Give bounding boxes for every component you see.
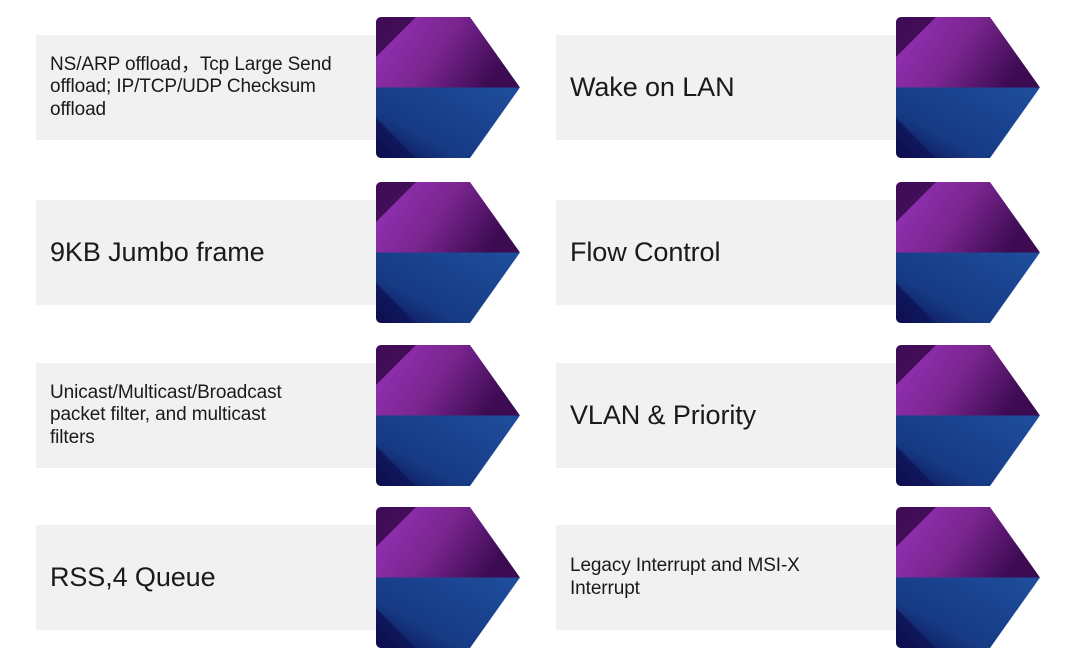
item-rss-4-queue[interactable]: RSS,4 Queue — [36, 495, 520, 660]
arrow-head — [374, 178, 520, 327]
chevron-right-3d-icon — [896, 345, 1040, 486]
chevron-upper-face — [376, 182, 520, 253]
label-text: VLAN & Priority — [570, 399, 757, 430]
label-text: Legacy Interrupt and MSI-X Interrupt — [570, 555, 800, 599]
chevron-upper-face — [896, 507, 1040, 578]
chevron-upper-face — [376, 345, 520, 416]
label-text: Wake on LAN — [570, 71, 735, 102]
item-wake-on-lan[interactable]: Wake on LAN — [556, 5, 1040, 170]
chevron-right-3d-icon — [896, 17, 1040, 158]
label-text: 9KB Jumbo frame — [50, 236, 265, 267]
chevron-right-3d-icon — [376, 345, 520, 486]
label-plate[interactable]: 9KB Jumbo frame — [36, 200, 385, 305]
item-legacy-msix-interrupt[interactable]: Legacy Interrupt and MSI-X Interrupt — [556, 495, 1040, 660]
chevron-right-3d-icon — [896, 507, 1040, 648]
chevron-upper-face — [896, 345, 1040, 416]
chevron-lower-face — [376, 577, 520, 648]
chevron-lower-face — [376, 415, 520, 486]
chevron-upper-face — [896, 182, 1040, 253]
chevron-lower-face — [896, 415, 1040, 486]
chevron-right-3d-icon — [376, 17, 520, 158]
label-text: Flow Control — [570, 236, 721, 267]
chevron-lower-face — [376, 87, 520, 158]
chevron-lower-face — [896, 87, 1040, 158]
label-plate[interactable]: RSS,4 Queue — [36, 525, 385, 630]
arrow-head — [374, 503, 520, 652]
arrow-head — [894, 503, 1040, 652]
arrow-head — [894, 13, 1040, 162]
arrow-head — [374, 13, 520, 162]
item-ns-arp-offload[interactable]: NS/ARP offload，Tcp Large Send offload; I… — [36, 5, 520, 170]
label-plate[interactable]: NS/ARP offload，Tcp Large Send offload; I… — [36, 35, 385, 140]
label-text: Unicast/Multicast/Broadcast packet filte… — [50, 381, 282, 448]
item-flow-control[interactable]: Flow Control — [556, 170, 1040, 335]
label-text: RSS,4 Queue — [50, 561, 216, 592]
chevron-lower-face — [376, 252, 520, 323]
label-text: NS/ARP offload，Tcp Large Send offload; I… — [50, 53, 332, 120]
chevron-upper-face — [376, 17, 520, 88]
chevron-upper-face — [896, 17, 1040, 88]
item-9kb-jumbo-frame[interactable]: 9KB Jumbo frame — [36, 170, 520, 335]
chevron-upper-face — [376, 507, 520, 578]
label-plate[interactable]: Flow Control — [556, 200, 905, 305]
label-plate[interactable]: VLAN & Priority — [556, 363, 905, 468]
chevron-lower-face — [896, 577, 1040, 648]
arrow-head — [894, 341, 1040, 490]
arrow-head — [374, 341, 520, 490]
chevron-right-3d-icon — [376, 182, 520, 323]
label-plate[interactable]: Unicast/Multicast/Broadcast packet filte… — [36, 363, 385, 468]
label-plate[interactable]: Wake on LAN — [556, 35, 905, 140]
chevron-lower-face — [896, 252, 1040, 323]
item-packet-filters[interactable]: Unicast/Multicast/Broadcast packet filte… — [36, 333, 520, 498]
arrow-head — [894, 178, 1040, 327]
item-vlan-priority[interactable]: VLAN & Priority — [556, 333, 1040, 498]
chevron-right-3d-icon — [376, 507, 520, 648]
chevron-right-3d-icon — [896, 182, 1040, 323]
label-plate[interactable]: Legacy Interrupt and MSI-X Interrupt — [556, 525, 905, 630]
